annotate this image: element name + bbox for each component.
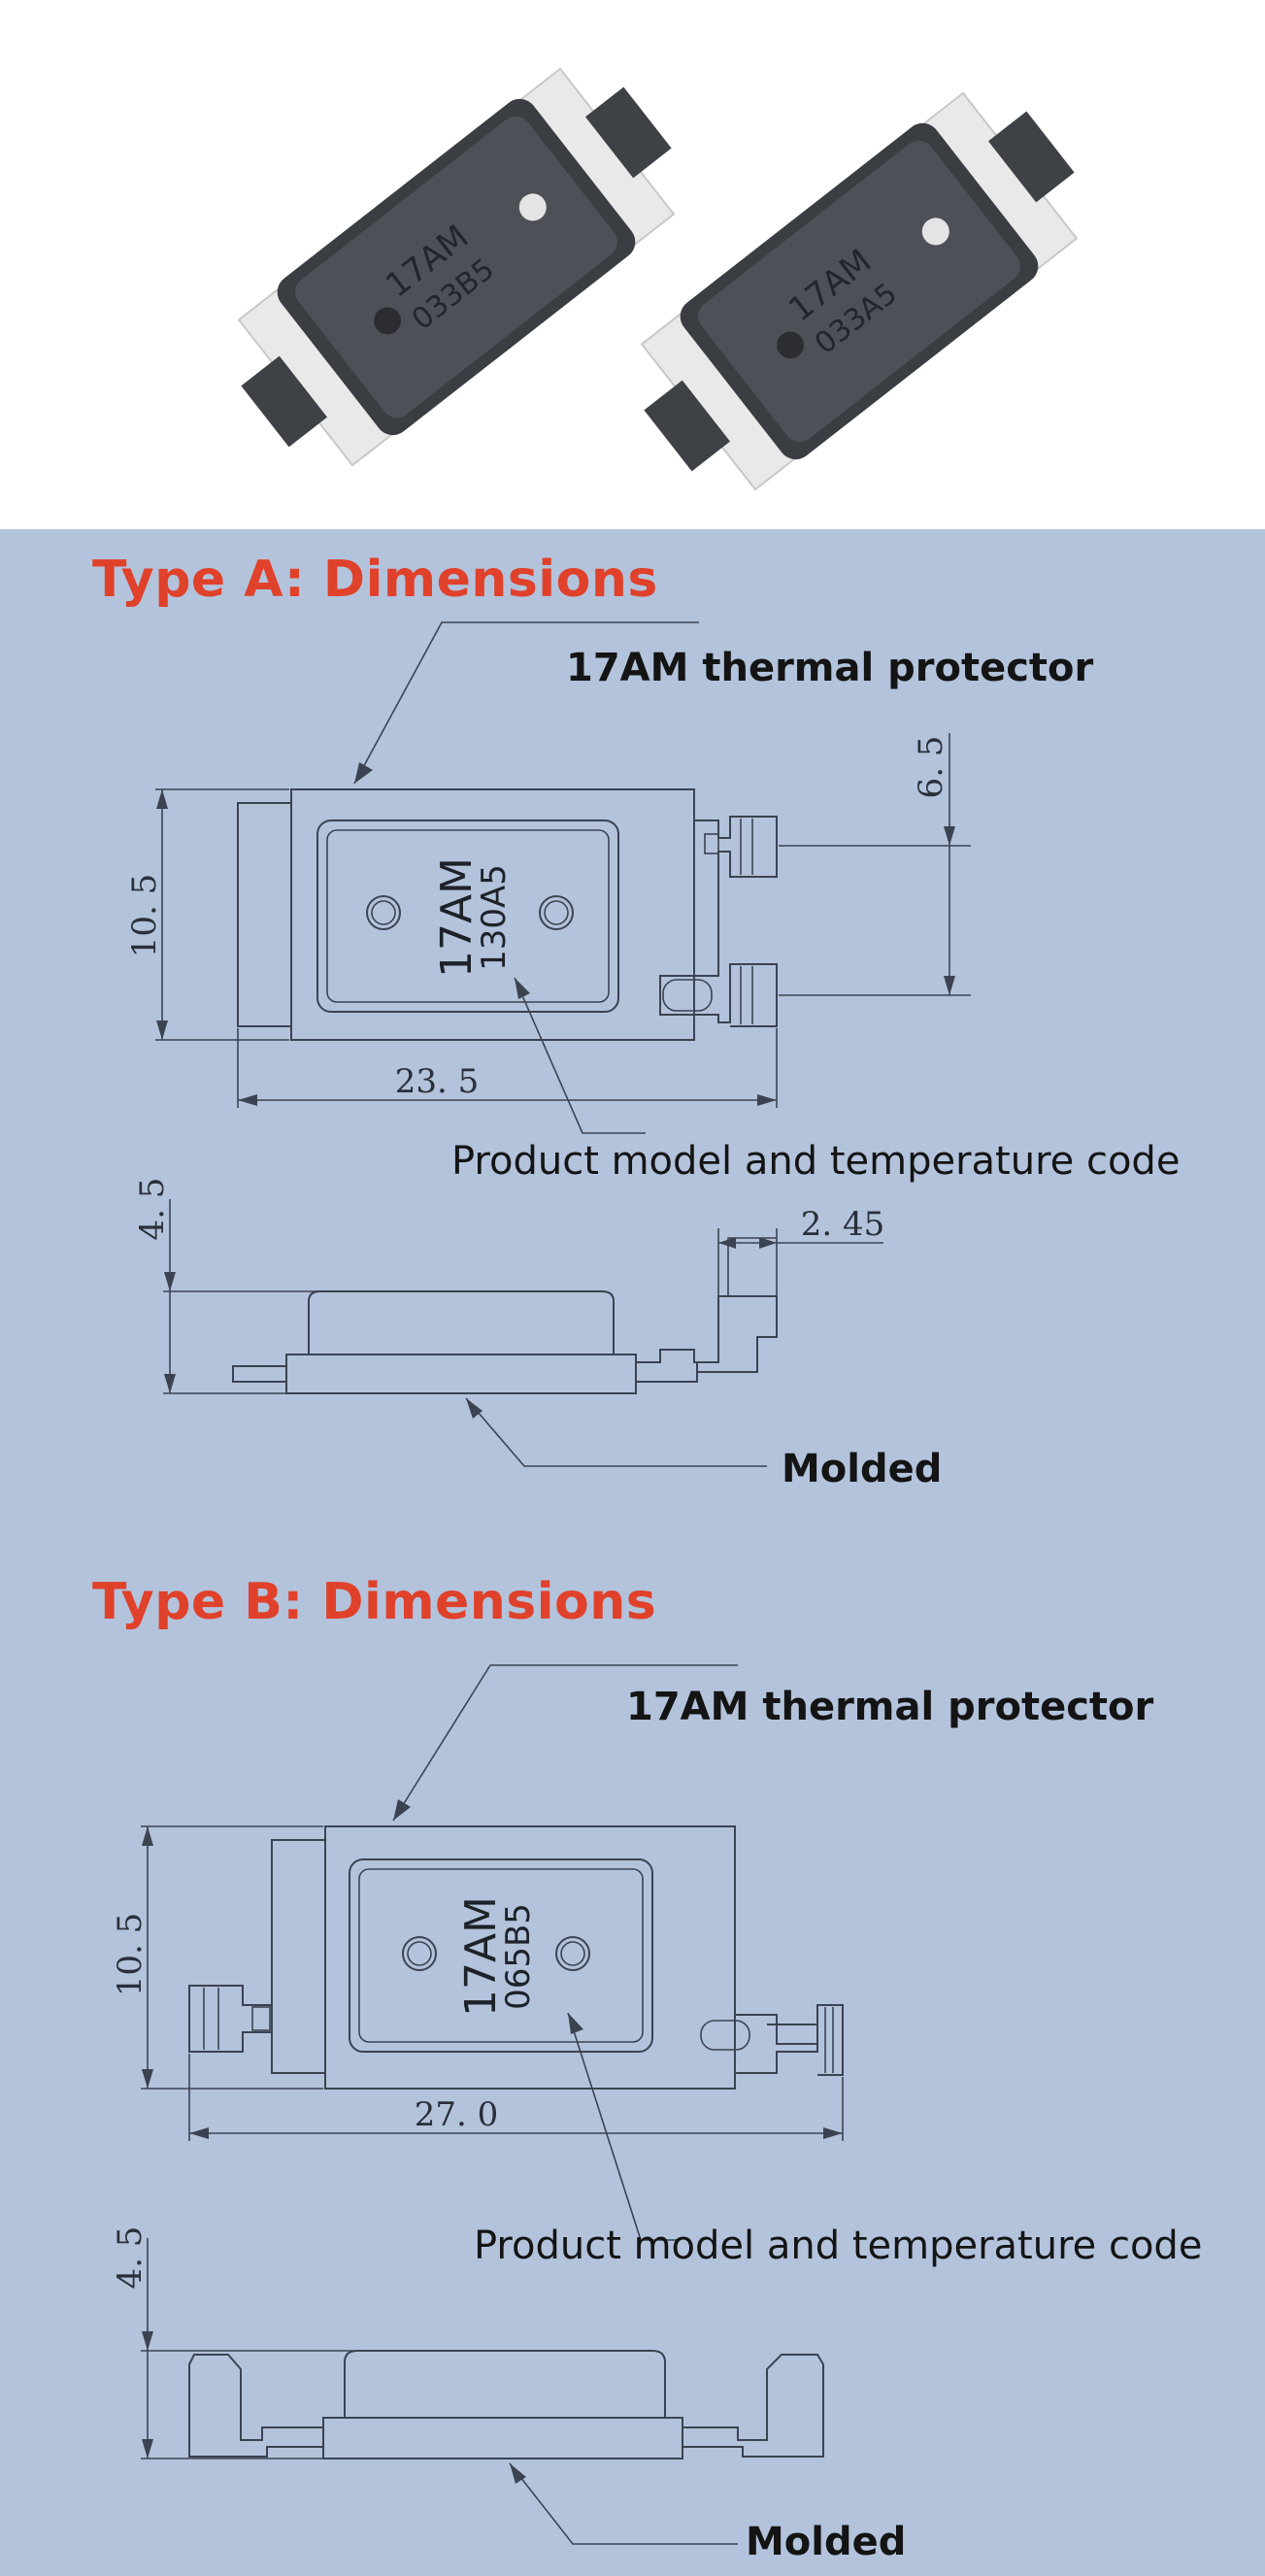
dimension-drawings: 10. 5 23. 5 6. 5: [111, 621, 971, 2545]
type-a-molded-label: Molded: [782, 1447, 943, 1491]
type-b-dim-height: 10. 5: [111, 1913, 150, 1997]
product-photo: 17AM 033B5 17AM 033A5: [0, 0, 1265, 529]
dimensions-panel: 10. 5 23. 5 6. 5: [0, 529, 1265, 2576]
type-b-side-view: 4. 5: [111, 2226, 824, 2545]
type-a-dim-thickness: 4. 5: [133, 1178, 172, 1241]
type-a-heading: Type A: Dimensions: [92, 551, 658, 609]
type-a-marking-model: 17AM: [432, 857, 482, 978]
type-a-dim-pitch: 6. 5: [912, 736, 950, 799]
type-a-top-view: 10. 5 23. 5 6. 5: [125, 621, 971, 1134]
type-b-marking-code: 065B5: [499, 1903, 538, 2010]
type-b-top-view: 10. 5 27. 0: [111, 1664, 844, 2241]
type-a-side-view: 4. 5 2. 45: [133, 1178, 885, 1467]
type-b-dim-thickness: 4. 5: [111, 2226, 150, 2290]
type-a-dim-length: 23. 5: [395, 1062, 480, 1101]
type-a-dim-height: 10. 5: [125, 874, 164, 958]
part-markings: 17AM 130A5 17AM 065B5: [432, 857, 538, 2017]
type-b-protector-label: 17AM thermal protector: [626, 1685, 1154, 1729]
type-a-code-label: Product model and temperature code: [451, 1139, 1181, 1184]
left-thermal-protector-image: 17AM 033B5: [237, 67, 676, 467]
type-a-protector-label: 17AM thermal protector: [566, 646, 1094, 690]
type-b-dim-length: 27. 0: [415, 2095, 499, 2134]
type-b-heading: Type B: Dimensions: [92, 1573, 657, 1631]
type-b-molded-label: Molded: [746, 2520, 907, 2564]
type-b-code-label: Product model and temperature code: [474, 2224, 1203, 2268]
type-b-marking-model: 17AM: [456, 1896, 506, 2017]
type-a-dim-tab: 2. 45: [801, 1205, 885, 1244]
product-photo-drawing: 17AM 033B5 17AM 033A5: [237, 67, 1079, 491]
type-a-marking-code: 130A5: [475, 864, 514, 971]
right-thermal-protector-image: 17AM 033A5: [640, 91, 1079, 491]
